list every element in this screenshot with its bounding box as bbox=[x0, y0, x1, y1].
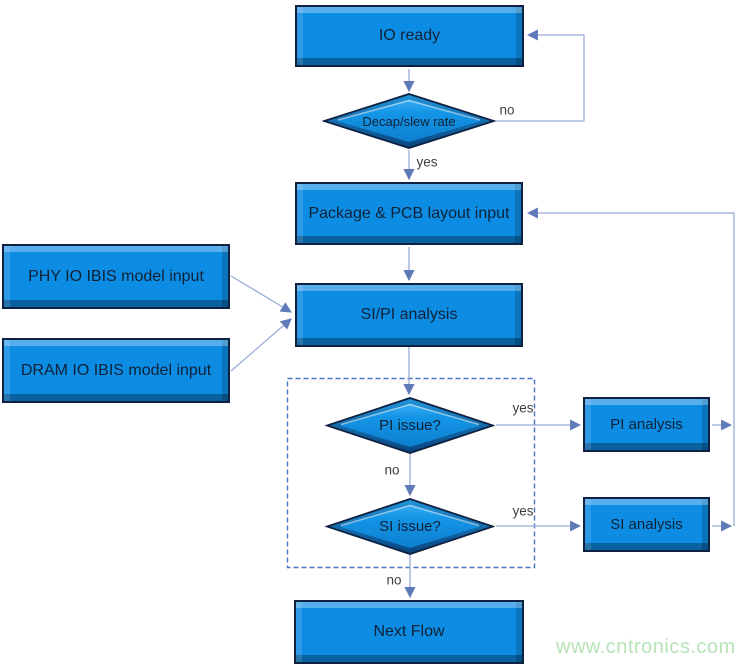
decision-pi-issue-label: PI issue? bbox=[379, 417, 441, 434]
node-si-analysis: SI analysis bbox=[583, 497, 710, 552]
watermark-cntronics: www.cntronics.com bbox=[556, 636, 736, 658]
diamond-shape bbox=[321, 93, 497, 149]
node-phy-io-ibis-model-input: PHY IO IBIS model input bbox=[2, 244, 230, 309]
node-io-ready: IO ready bbox=[295, 5, 524, 67]
node-package-pcb-layout-input: Package & PCB layout input bbox=[295, 182, 523, 245]
node-sipi-analysis: SI/PI analysis bbox=[295, 283, 523, 347]
node-pi-analysis-label: PI analysis bbox=[610, 416, 683, 433]
decision-pi-issue: PI issue? bbox=[324, 397, 496, 454]
node-phy-io-ibis-model-input-label: PHY IO IBIS model input bbox=[28, 267, 204, 285]
decision-decap-slew-rate-label: Decap/slew rate bbox=[362, 113, 456, 129]
edge-feedback-package bbox=[526, 207, 735, 526]
edge-label-si-yes: yes bbox=[512, 503, 534, 519]
node-io-ready-label: IO ready bbox=[378, 27, 441, 44]
decision-si-issue: SI issue? bbox=[324, 498, 496, 555]
edge-label-pi-yes: yes bbox=[512, 400, 534, 416]
edge-label-si-no: no bbox=[386, 572, 402, 588]
node-next-flow: Next Flow bbox=[294, 600, 524, 664]
issue-check-group-outline bbox=[286, 377, 536, 569]
decision-si-issue-label: SI issue? bbox=[379, 518, 441, 535]
edge-decap-no-loop bbox=[496, 29, 585, 122]
edge-label-pi-no: no bbox=[384, 462, 400, 478]
node-sipi-analysis-label: SI/PI analysis bbox=[360, 306, 458, 323]
node-si-analysis-label: SI analysis bbox=[610, 516, 683, 533]
edge-dram-sipi bbox=[230, 318, 292, 372]
edge-label-decap-yes: yes bbox=[416, 154, 438, 170]
node-dram-io-ibis-model-input-label: DRAM IO IBIS model input bbox=[20, 361, 212, 379]
node-dram-io-ibis-model-input: DRAM IO IBIS model input bbox=[2, 338, 230, 403]
edge-label-decap-no: no bbox=[499, 102, 515, 118]
diamond-shape bbox=[324, 498, 496, 555]
edge-phy-sipi bbox=[230, 275, 292, 313]
node-next-flow-label: Next Flow bbox=[373, 623, 445, 640]
node-package-pcb-layout-input-label: Package & PCB layout input bbox=[308, 204, 510, 222]
decision-decap-slew-rate: Decap/slew rate bbox=[321, 93, 497, 149]
node-pi-analysis: PI analysis bbox=[583, 397, 710, 452]
diamond-shape bbox=[324, 397, 496, 454]
